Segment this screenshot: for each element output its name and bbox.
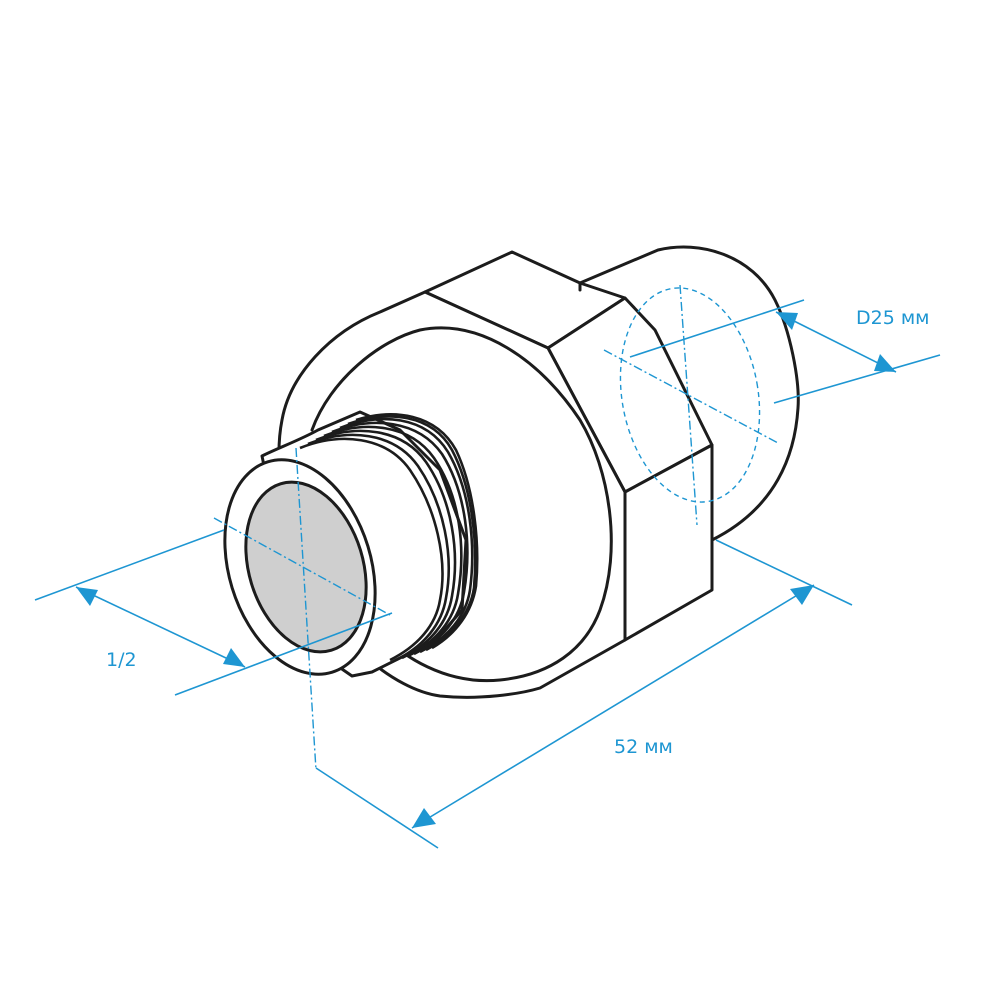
threaded-nipple bbox=[223, 410, 479, 678]
axis-lines bbox=[213, 284, 779, 771]
hidden-socket-bore bbox=[619, 287, 761, 503]
dimension-length: 52 мм bbox=[315, 539, 853, 849]
bore bbox=[244, 480, 368, 654]
dimension-thread-size: 1/2 bbox=[34, 529, 393, 696]
length-label: 52 мм bbox=[614, 736, 673, 758]
dimension-diameter: D25 мм bbox=[629, 299, 941, 404]
thread-size-label: 1/2 bbox=[106, 649, 137, 671]
diameter-label: D25 мм bbox=[856, 307, 930, 329]
